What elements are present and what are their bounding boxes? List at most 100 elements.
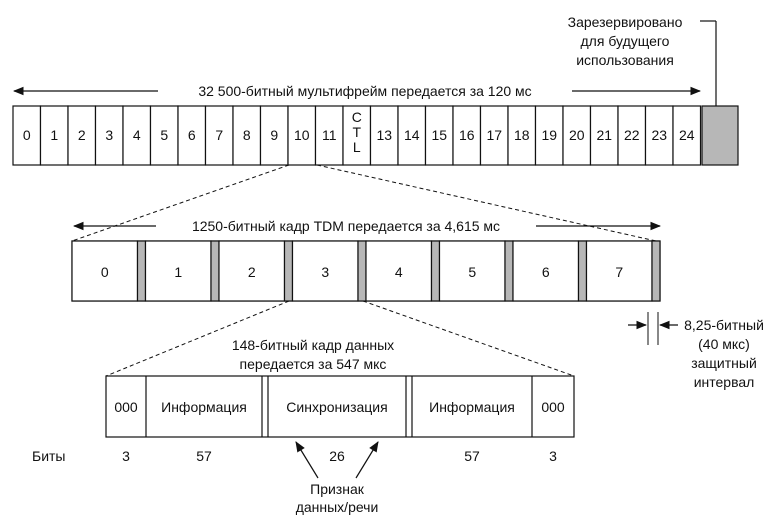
multiframe-slot-label: 22 [624,127,640,143]
multiframe-slot-label: 3 [105,127,113,143]
multiframe-caption-text: 32 500-битный мультифрейм передается за … [198,83,531,99]
tdm-slot-label: 3 [321,264,329,280]
multiframe-slot-label: 15 [431,127,447,143]
multiframe-slot-label: 9 [270,127,278,143]
bits-label: Биты [32,448,65,464]
bits-value-info-2: 57 [464,448,480,464]
bits-value-tail-start: 3 [122,448,130,464]
multiframe-slot-label: 8 [243,127,251,143]
tdm-caption-text: 1250-битный кадр TDM передается за 4,615… [192,218,500,234]
bits-row: Биты 3 57 26 57 3 [32,448,557,464]
tdm-slot-label: 6 [542,264,550,280]
flag-arrow-right [355,441,379,479]
reserved-note: Зарезервировано для будущего использован… [568,14,721,126]
multiframe-slot-label: 23 [651,127,667,143]
multiframe-slot [259,105,289,166]
expand-line-right-1 [316,164,657,242]
expand-line-left-1 [71,164,290,242]
multiframe-slot-label-char: C [352,109,362,125]
bits-value-sync: 26 [329,448,345,464]
field-tail-start: 000 [114,399,138,415]
multiframe-slot [479,105,509,166]
tdm-caption: 1250-битный кадр TDM передается за 4,615… [72,218,662,234]
tdm-guard-interval [430,240,441,302]
field-info-2: Информация [429,399,515,415]
guard-line-4: интервал [694,374,755,390]
data-frame-caption-1: 148-битный кадр данных [232,337,394,353]
tdm-slot-label: 0 [101,264,109,280]
tdm-slot [144,240,212,302]
multiframe-slot [452,105,482,166]
multiframe-slot [397,105,427,166]
multiframe-slot-label: 11 [322,127,337,143]
tdm-guard-interval [651,240,661,302]
multiframe-slot-label: 0 [23,127,31,143]
tdm-guard-interval [210,240,220,302]
bits-value-info-1: 57 [196,448,212,464]
tdm-slot [291,240,359,302]
reserved-note-line-2: для будущего [581,33,670,49]
tdm-slot-label: 2 [248,264,256,280]
multiframe-caption: 32 500-битный мультифрейм передается за … [12,83,702,99]
guard-line-2: (40 мкс) [698,336,750,352]
multiframe-slot [589,105,619,166]
expand-line-right-2 [362,300,575,377]
multiframe-slot [67,105,97,166]
expand-line-left-2 [105,300,290,377]
tdm-frame: 0 1 2 3 4 5 6 7 [71,240,661,302]
multiframe-slot-label: 20 [569,127,585,143]
guard-line-1: 8,25-битный [684,317,764,333]
tdm-slot-label: 4 [395,264,403,280]
tdm-slot-label: 5 [468,264,476,280]
multiframe-slot-label: 13 [376,127,392,143]
multiframe-slot-label: 19 [541,127,557,143]
multiframe-slot [232,105,262,166]
data-frame: 000 Информация Синхронизация Информация … [105,375,575,438]
multiframe-slot [94,105,124,166]
tdm-guard-interval [577,240,588,302]
multiframe-slot-label: 1 [50,127,58,143]
tdm-slot-label: 1 [174,264,182,280]
flag-annotation: Признак данных/речи [295,441,379,515]
flag-note-line-1: Признак [310,481,365,497]
multiframe-slot-label: 2 [78,127,86,143]
tdm-slot [218,240,286,302]
multiframe-slot-label: 21 [596,127,612,143]
multiframe-slot [617,105,647,166]
multiframe-slot-label: 10 [294,127,310,143]
guard-interval-annotation: 8,25-битный (40 мкс) защитный интервал [628,312,764,390]
multiframe-slot [177,105,207,166]
multiframe-slot [562,105,592,166]
reserved-note-line-3: использования [576,52,674,68]
multiframe-reserved-slot [701,105,739,166]
multiframe-slot [39,105,69,166]
reserved-note-line-1: Зарезервировано [568,14,683,30]
tdm-slot [512,240,580,302]
multiframe-slot-label: 18 [514,127,530,143]
tdm-guard-interval [504,240,514,302]
tdm-guard-interval [283,240,294,302]
multiframe-slot [672,105,702,166]
tdm-slot [438,240,506,302]
data-frame-border [105,375,575,438]
multiframe-slot-label: 24 [679,127,695,143]
tdm-slot [71,240,139,302]
multiframe-slot [122,105,152,166]
tdm-slot-label: 7 [615,264,623,280]
multiframe-slot [287,105,317,166]
field-tail-end: 000 [541,399,565,415]
multiframe-slot-label-char: T [352,124,361,140]
multiframe-slot-label: 4 [133,127,141,143]
guard-line-3: защитный [691,355,757,371]
tdm-guard-interval [357,240,367,302]
tdm-guard-interval [136,240,147,302]
bits-value-tail-end: 3 [549,448,557,464]
multiframe-slot-label: 14 [404,127,420,143]
tdm-slot [585,240,653,302]
multiframe-slot-label-char: L [353,139,361,155]
multiframe-slot [342,105,372,166]
field-info-1: Информация [161,399,247,415]
multiframe-slot [149,105,179,166]
